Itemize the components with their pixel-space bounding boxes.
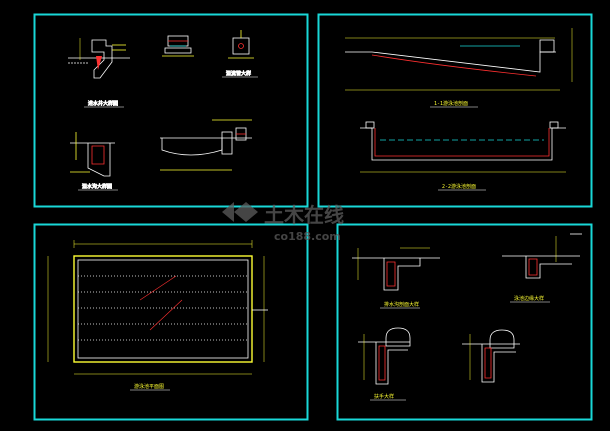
section-1-1 — [345, 28, 573, 91]
caption-section-2-2: 2-2游泳池剖面 — [442, 183, 476, 190]
panel-bottom-left-frame — [33, 223, 309, 421]
caption-drain-trench: 排水沟剖面大样 — [384, 301, 419, 308]
detail-pool-rim — [502, 233, 582, 279]
detail-inlet-well — [68, 38, 130, 79]
caption-pool-plan: 游泳池平面图 — [134, 383, 164, 390]
watermark-url: co188.com — [274, 230, 341, 243]
panel-top-left: 进水井大样图 溢流管大样 溢水沟大样图 — [68, 30, 258, 190]
detail-overflow-trench — [70, 132, 115, 177]
caption-section-1-1: 1-1游泳池剖面 — [434, 100, 468, 107]
pool-plan — [47, 240, 268, 375]
caption-handrail-left: 扶手大样 — [374, 393, 394, 400]
detail-handrail-left — [358, 327, 411, 385]
panel-bottom-left: 游泳池平面图 — [47, 240, 268, 391]
watermark: 土木在线 co188.com — [222, 202, 344, 243]
detail-pit-section — [228, 30, 254, 59]
detail-handrail-right — [462, 329, 520, 383]
watermark-brand: 土木在线 — [264, 203, 344, 227]
caption-pool-rim: 泳池边缘大样 — [514, 295, 544, 302]
caption-overflow-trench: 溢水沟大样图 — [82, 183, 112, 190]
panel-top-left-frame — [33, 13, 309, 208]
panel-top-right-frame — [317, 13, 593, 208]
panel-bottom-right: 排水沟剖面大样 泳池边缘大样 扶手大样 — [352, 233, 582, 401]
detail-pool-edge — [160, 119, 252, 171]
panel-top-right: 1-1游泳池剖面 2-2游泳池剖面 — [345, 28, 573, 191]
watermark-logo-icon — [222, 202, 258, 222]
detail-overflow-pipe — [162, 35, 194, 57]
caption-overflow-pipe: 溢流管大样 — [226, 70, 251, 77]
detail-drain-trench — [352, 247, 440, 291]
caption-inlet-well: 进水井大样图 — [88, 100, 118, 107]
section-2-2 — [360, 121, 566, 173]
panel-bottom-right-frame — [336, 223, 593, 421]
